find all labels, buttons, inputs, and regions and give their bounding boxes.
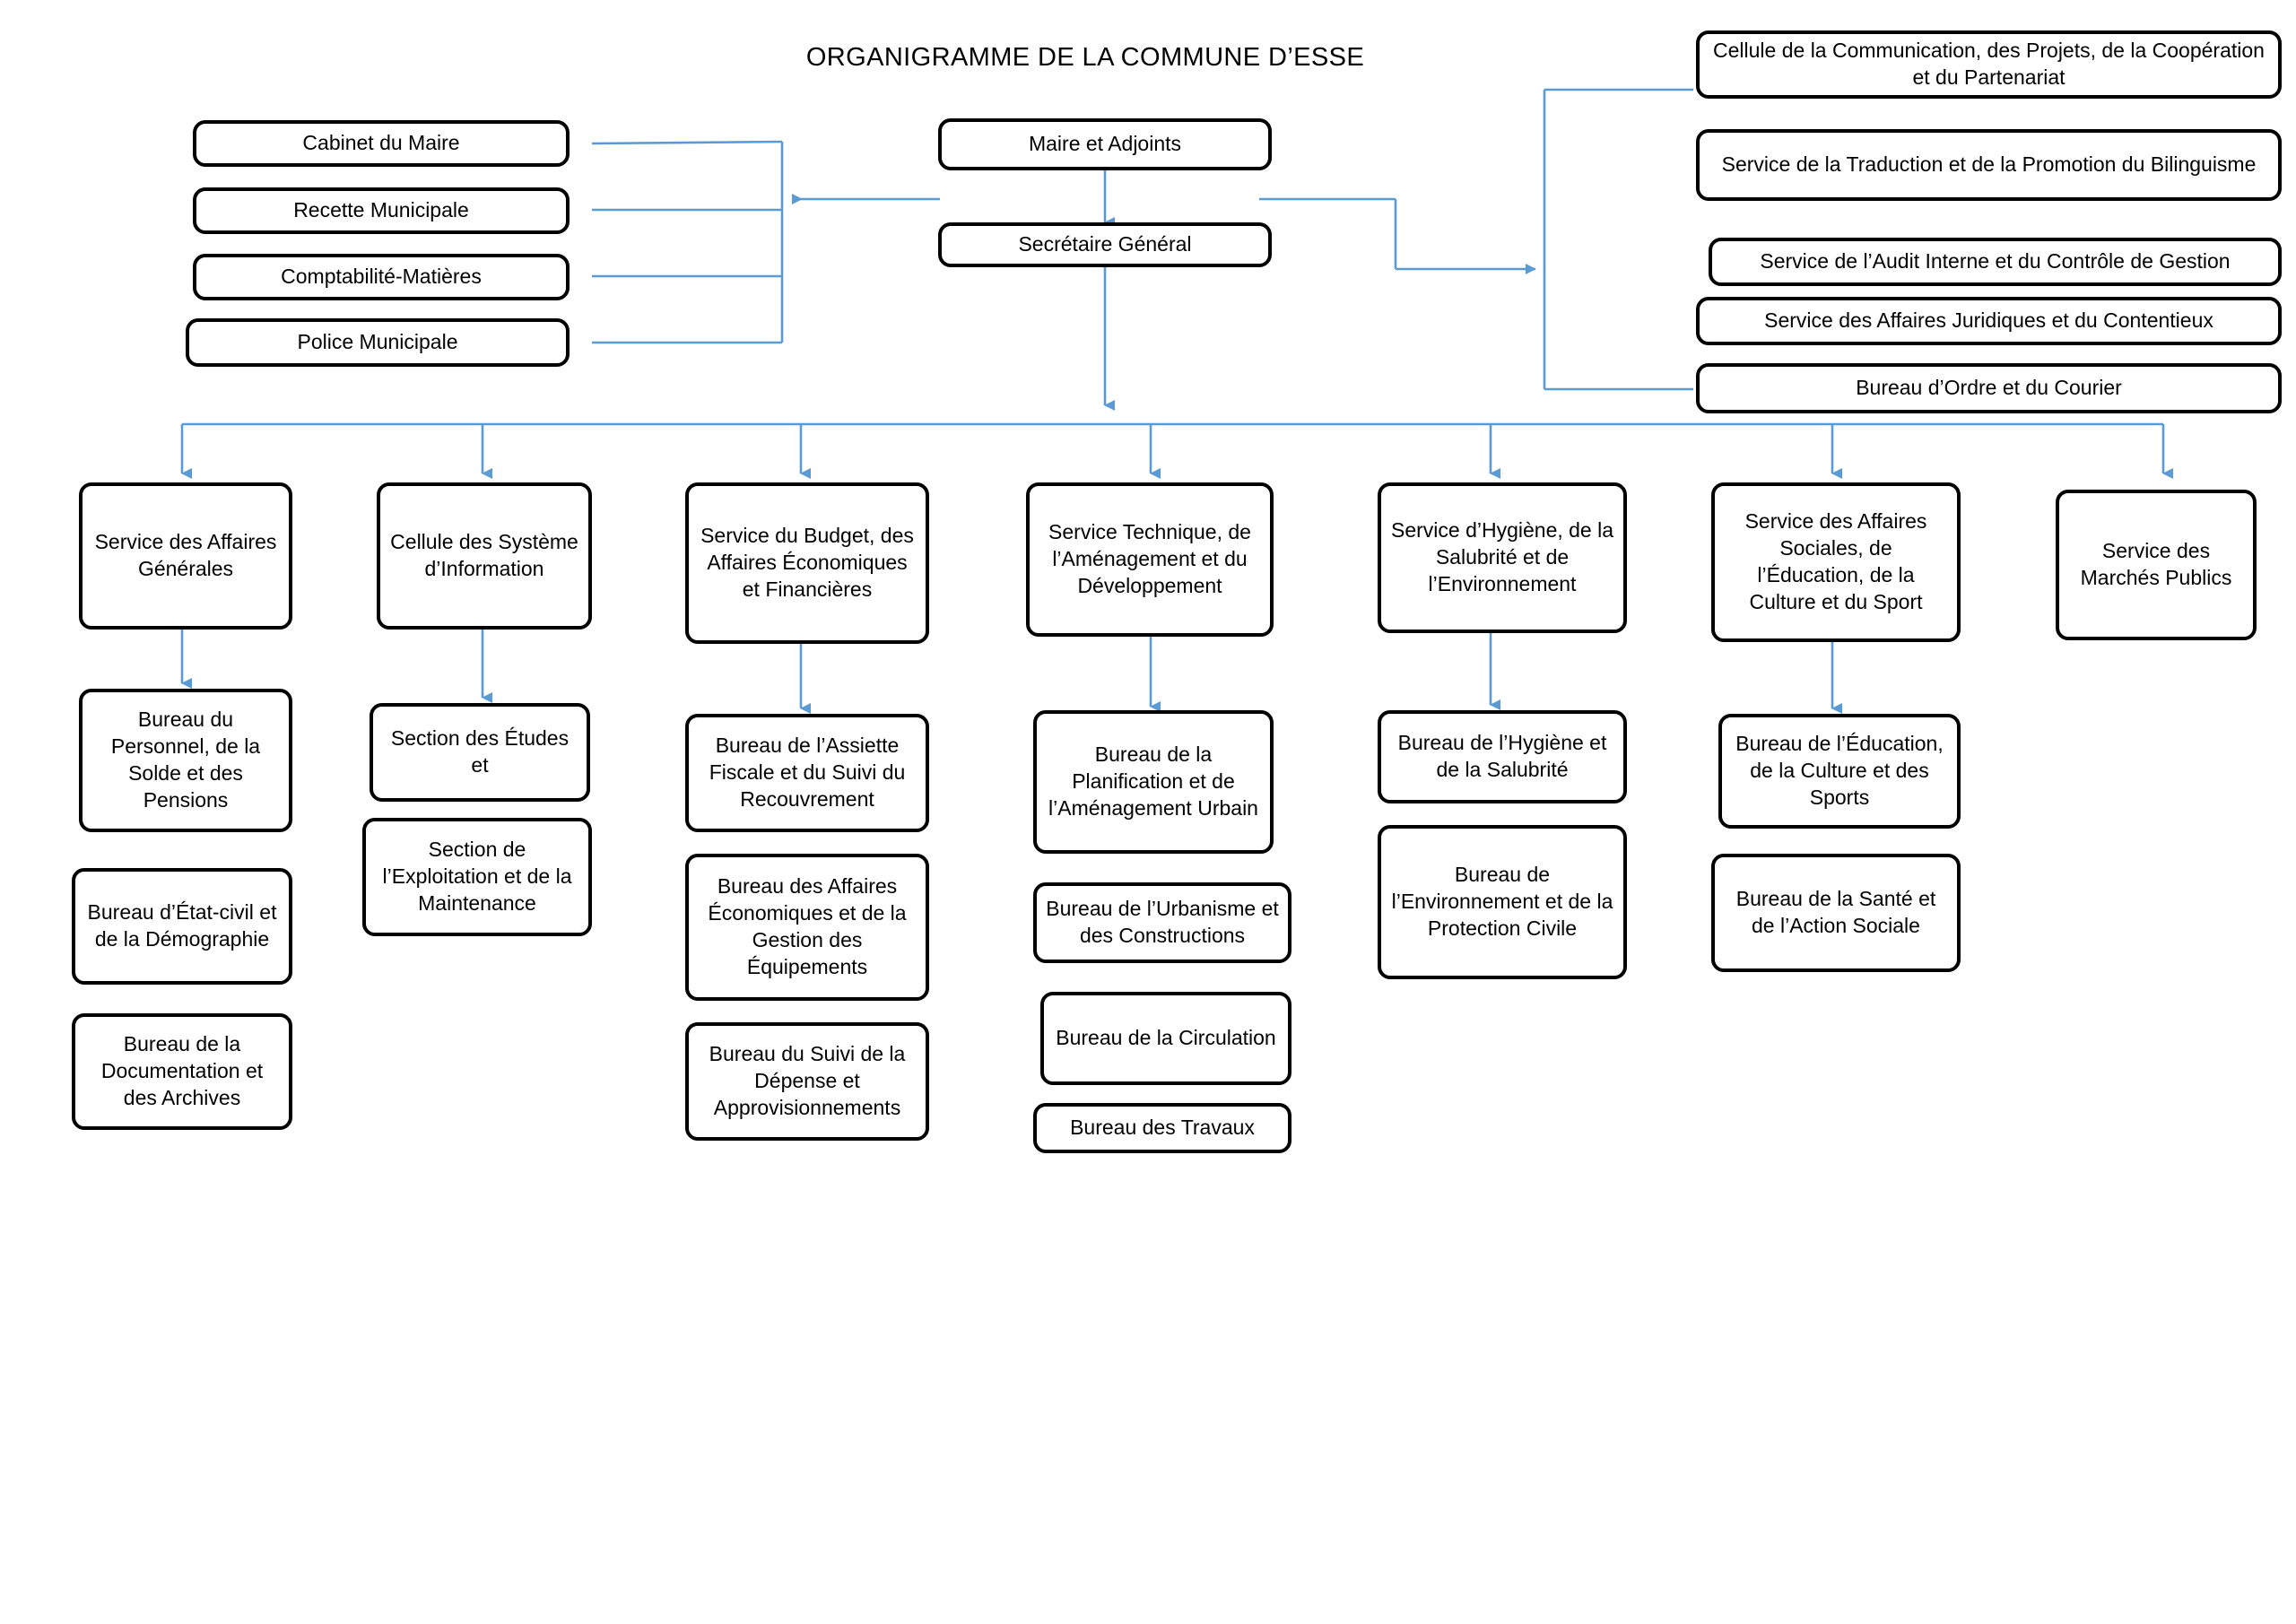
node-label: Bureau de la Planification et de l’Aména…: [1048, 743, 1258, 820]
node-bureau-urbanisme-constructions[interactable]: Bureau de l’Urbanisme et des Constructio…: [1033, 882, 1292, 963]
node-service-affaires-sociales-education[interactable]: Service des Affaires Sociales, de l’Éduc…: [1711, 482, 1961, 642]
node-bureau-sante-action-sociale[interactable]: Bureau de la Santé et de l’Action Social…: [1711, 854, 1961, 972]
node-label: Service de la Traduction et de la Promot…: [1721, 152, 2257, 177]
node-label: Cellule de la Communication, des Projets…: [1713, 39, 2265, 89]
node-label: Bureau d’Ordre et du Courier: [1856, 376, 2122, 400]
node-service-technique-amenagement[interactable]: Service Technique, de l’Aménagement et d…: [1026, 482, 1274, 637]
node-label: Police Municipale: [297, 330, 458, 354]
node-label: Service des Affaires Juridiques et du Co…: [1764, 308, 2213, 333]
node-label: Bureau de l’Assiette Fiscale et du Suivi…: [709, 734, 906, 811]
node-service-audit-interne[interactable]: Service de l’Audit Interne et du Contrôl…: [1709, 238, 2282, 286]
node-label: Bureau de la Santé et de l’Action Social…: [1735, 887, 1936, 937]
node-label: Comptabilité-Matières: [281, 265, 482, 289]
node-service-traduction-bilinguisme[interactable]: Service de la Traduction et de la Promot…: [1696, 129, 2282, 201]
node-bureau-etat-civil-demographie[interactable]: Bureau d’État-civil et de la Démographie: [72, 868, 292, 985]
node-label: Service de l’Audit Interne et du Contrôl…: [1760, 249, 2231, 274]
node-cellule-communication-projets[interactable]: Cellule de la Communication, des Projets…: [1696, 30, 2282, 99]
node-recette-municipale[interactable]: Recette Municipale: [193, 187, 570, 234]
node-label: Bureau d’État-civil et de la Démographie: [87, 900, 277, 951]
node-police-municipale[interactable]: Police Municipale: [186, 318, 570, 367]
node-bureau-hygiene-salubrite[interactable]: Bureau de l’Hygiène et de la Salubrité: [1378, 710, 1627, 803]
node-section-etudes[interactable]: Section des Études et: [370, 703, 590, 802]
node-label: Service des Affaires Sociales, de l’Éduc…: [1744, 509, 1927, 613]
node-label: Section de l’Exploitation et de la Maint…: [382, 838, 572, 915]
node-label: Bureau de l’Urbanisme et des Constructio…: [1046, 897, 1279, 947]
node-label: Section des Études et: [390, 726, 570, 777]
node-label: Bureau du Personnel, de la Solde et des …: [110, 708, 261, 812]
node-service-hygiene-salubrite-environnement[interactable]: Service d’Hygiène, de la Salubrité et de…: [1378, 482, 1627, 633]
node-label: Service des Marchés Publics: [2080, 539, 2232, 589]
node-label: Bureau de la Documentation et des Archiv…: [100, 1032, 264, 1109]
node-bureau-suivi-depense[interactable]: Bureau du Suivi de la Dépense et Approvi…: [685, 1022, 929, 1141]
node-service-affaires-juridiques[interactable]: Service des Affaires Juridiques et du Co…: [1696, 297, 2282, 345]
page-title: ORGANIGRAMME DE LA COMMUNE D’ESSE: [805, 43, 1365, 72]
node-label: Cabinet du Maire: [302, 131, 460, 155]
node-label: Service du Budget, des Affaires Économiq…: [700, 524, 914, 601]
node-bureau-assiette-fiscale[interactable]: Bureau de l’Assiette Fiscale et du Suivi…: [685, 714, 929, 832]
node-maire-et-adjoints[interactable]: Maire et Adjoints: [938, 118, 1272, 170]
node-bureau-education-culture-sports[interactable]: Bureau de l’Éducation, de la Culture et …: [1718, 714, 1961, 829]
node-bureau-ordre-courier[interactable]: Bureau d’Ordre et du Courier: [1696, 363, 2282, 413]
node-label: Bureau de l’Éducation, de la Culture et …: [1735, 732, 1944, 809]
node-cellule-systeme-information[interactable]: Cellule des Système d’Information: [377, 482, 592, 630]
node-label: Bureau de la Circulation: [1056, 1026, 1276, 1050]
node-bureau-environnement-protection-civile[interactable]: Bureau de l’Environnement et de la Prote…: [1378, 825, 1627, 979]
node-secretaire-general[interactable]: Secrétaire Général: [938, 222, 1272, 267]
node-label: Bureau des Travaux: [1070, 1116, 1255, 1140]
node-label: Service Technique, de l’Aménagement et d…: [1048, 520, 1251, 597]
node-label: Maire et Adjoints: [1028, 132, 1182, 156]
node-bureau-documentation-archives[interactable]: Bureau de la Documentation et des Archiv…: [72, 1013, 292, 1130]
node-label: Secrétaire Général: [1018, 232, 1192, 256]
node-label: Bureau de l’Environnement et de la Prote…: [1391, 863, 1613, 940]
node-label: Service des Affaires Générales: [94, 530, 277, 580]
node-bureau-planification-amenagement-urbain[interactable]: Bureau de la Planification et de l’Aména…: [1033, 710, 1274, 854]
node-bureau-affaires-economiques-equipements[interactable]: Bureau des Affaires Économiques et de la…: [685, 854, 929, 1001]
node-label: Bureau du Suivi de la Dépense et Approvi…: [709, 1042, 906, 1119]
node-bureau-personnel-solde-pensions[interactable]: Bureau du Personnel, de la Solde et des …: [79, 689, 292, 832]
node-service-affaires-generales[interactable]: Service des Affaires Générales: [79, 482, 292, 630]
node-label: Bureau de l’Hygiène et de la Salubrité: [1397, 731, 1607, 781]
node-label: Service d’Hygiène, de la Salubrité et de…: [1390, 518, 1614, 595]
node-label: Cellule des Système d’Information: [390, 530, 578, 580]
node-label: Recette Municipale: [293, 198, 469, 222]
node-service-marches-publics[interactable]: Service des Marchés Publics: [2056, 490, 2257, 640]
node-comptabilite-matieres[interactable]: Comptabilité-Matières: [193, 254, 570, 300]
node-cabinet-du-maire[interactable]: Cabinet du Maire: [193, 120, 570, 167]
node-bureau-circulation[interactable]: Bureau de la Circulation: [1040, 992, 1292, 1085]
node-bureau-travaux[interactable]: Bureau des Travaux: [1033, 1103, 1292, 1153]
node-section-exploitation-maintenance[interactable]: Section de l’Exploitation et de la Maint…: [362, 818, 592, 936]
node-label: Bureau des Affaires Économiques et de la…: [708, 874, 907, 978]
node-service-budget-affaires-economiques[interactable]: Service du Budget, des Affaires Économiq…: [685, 482, 929, 644]
